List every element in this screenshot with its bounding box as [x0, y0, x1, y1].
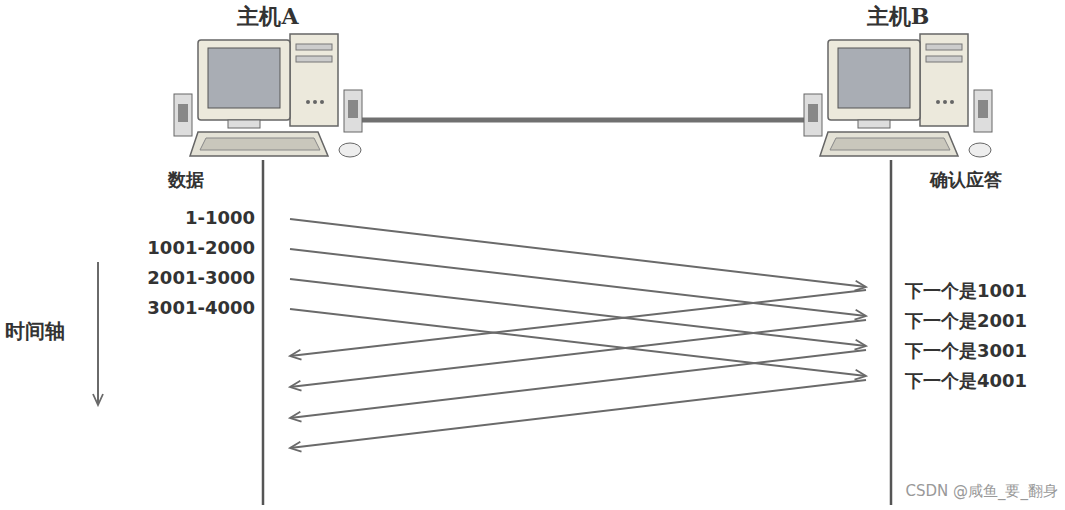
timeline-a	[262, 160, 265, 505]
data-range: 1001-2000	[147, 237, 255, 258]
host-computer: 主机A	[168, 2, 368, 162]
message-arrows	[290, 219, 866, 448]
column-heading: 确认应答	[930, 168, 1002, 192]
axis-label: 时间轴	[5, 318, 65, 345]
network-cable	[360, 118, 804, 123]
watermark: CSDN @咸鱼_要_翻身	[905, 482, 1058, 501]
computer-icon	[168, 32, 368, 162]
time-arrow	[97, 262, 99, 405]
host-computer: 主机B	[798, 2, 998, 162]
data-range: 2001-3000	[147, 267, 255, 288]
column-heading: 数据	[168, 168, 204, 192]
computer-icon	[798, 32, 998, 162]
ack-label: 下一个是4001	[905, 369, 1027, 393]
data-range: 1-1000	[185, 207, 255, 228]
timeline-b	[890, 160, 893, 505]
host-label: 主机B	[798, 2, 998, 32]
ack-label: 下一个是2001	[905, 309, 1027, 333]
host-label: 主机A	[168, 2, 368, 32]
ack-label: 下一个是1001	[905, 279, 1027, 303]
data-range: 3001-4000	[147, 297, 255, 318]
ack-label: 下一个是3001	[905, 339, 1027, 363]
